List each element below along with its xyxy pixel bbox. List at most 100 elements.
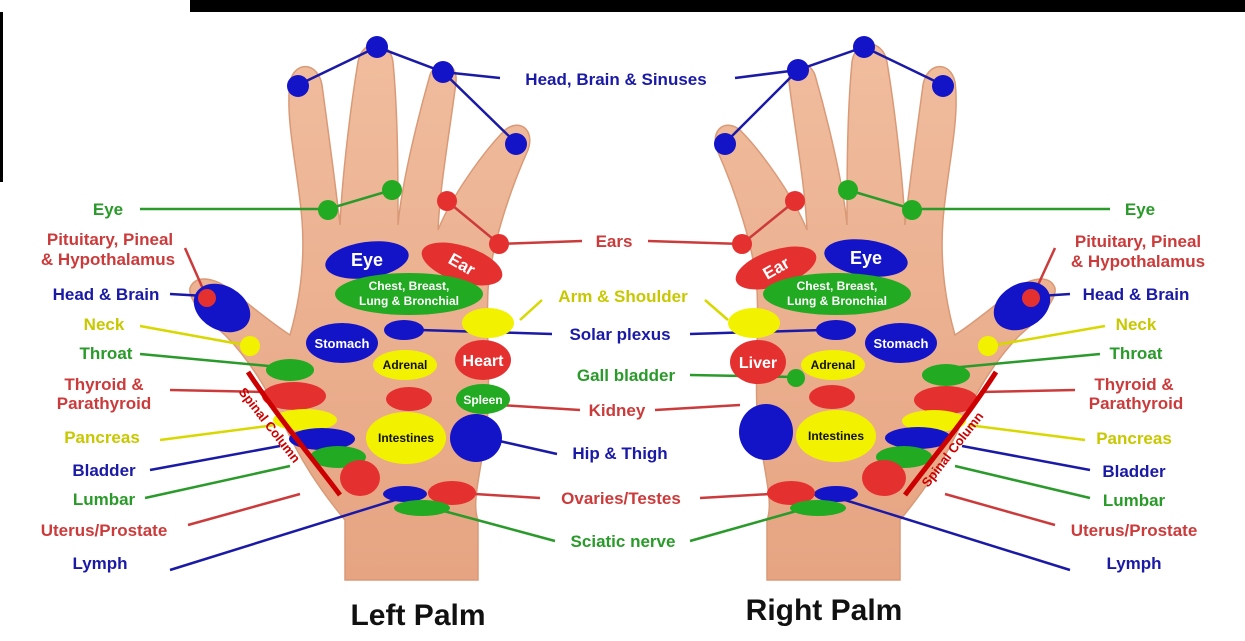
right-zone-arm-shoulder [728,308,780,338]
left-label-uterus-prostate: Uterus/Prostate [41,521,168,540]
left-label-bladder: Bladder [72,461,136,480]
left-side-labels: Eye Pituitary, Pineal & Hypothalamus Hea… [41,200,175,573]
left-label-pituitary-2: & Hypothalamus [41,250,175,269]
right-label-eye: Eye [1125,200,1155,219]
right-ear-point-1 [785,191,805,211]
left-zone-spleen-text: Spleen [463,393,502,407]
left-label-lymph: Lymph [72,554,127,573]
right-zone-eye [824,239,908,277]
right-palm-title: Right Palm [746,594,903,627]
right-zone-chest-text-2: Lung & Bronchial [787,294,887,308]
left-label-neck: Neck [84,315,125,334]
right-zone-stomach [865,323,937,363]
left-zone-arm-shoulder [462,308,514,338]
right-label-pancreas: Pancreas [1096,429,1172,448]
left-finger-point-3 [432,61,454,83]
label-arm-shoulder: Arm & Shoulder [558,287,688,306]
left-ear-point-1 [437,191,457,211]
right-zone-liver-text: Liver [739,355,777,372]
right-palm-zones [714,36,1051,516]
left-finger-point-4 [505,133,527,155]
left-zone-stomach [306,323,378,363]
right-label-neck: Neck [1116,315,1157,334]
left-label-thyroid-2: Parathyroid [57,394,151,413]
right-zone-kidney [809,385,855,409]
left-zone-kidney [386,387,432,411]
right-spinal-column-line [903,370,999,497]
right-zone-eye-text: Eye [850,248,882,268]
right-eye-point-2 [838,180,858,200]
right-label-bladder: Bladder [1102,462,1166,481]
right-finger-point-2 [853,36,875,58]
right-label-pituitary-2: & Hypothalamus [1071,252,1205,271]
left-zone-chest [335,273,483,315]
right-zone-pancreas [902,410,966,432]
left-zone-spleen [456,384,510,414]
label-solar-plexus: Solar plexus [569,325,670,344]
left-zone-chest-text-2: Lung & Bronchial [359,294,459,308]
left-label-lumbar: Lumbar [73,490,136,509]
left-dark-edge [0,12,3,182]
left-zone-solar-plexus [384,320,424,340]
label-ovaries-testes: Ovaries/Testes [561,489,681,508]
left-zone-lymph [383,486,427,502]
left-spinal-column-line [245,370,342,497]
right-label-lumbar: Lumbar [1103,491,1166,510]
left-zone-intestines-text: Intestines [378,431,434,445]
left-zone-eye-text: Eye [351,250,383,270]
left-zone-heart [455,340,511,380]
left-ear-point-2 [489,234,509,254]
left-zone-uterus [340,460,380,496]
right-label-pituitary-1: Pituitary, Pineal [1075,232,1201,251]
right-zone-solar-plexus [816,320,856,340]
right-zone-gall-bladder [787,369,805,387]
center-labels: Head, Brain & Sinuses Ears Arm & Shoulde… [525,70,706,551]
right-zone-stomach-text: Stomach [874,336,929,351]
left-zone-intestines [366,412,446,464]
label-sciatic-nerve: Sciatic nerve [571,532,676,551]
label-ears: Ears [596,232,633,251]
right-label-head-brain: Head & Brain [1083,285,1190,304]
right-label-lymph: Lymph [1106,554,1161,573]
right-zone-intestines-text: Intestines [808,429,864,443]
left-label-pancreas: Pancreas [64,428,140,447]
right-zone-neck [978,336,998,356]
right-zone-chest [763,273,911,315]
right-side-labels: Eye Pituitary, Pineal & Hypothalamus Hea… [1071,200,1205,573]
left-label-thyroid-1: Thyroid & [64,375,143,394]
left-zone-pituitary [198,289,216,307]
left-eye-point-1 [318,200,338,220]
right-label-uterus-prostate: Uterus/Prostate [1071,521,1198,540]
left-zone-ear [421,242,503,286]
left-finger-point-2 [366,36,388,58]
left-zone-sciatic [394,500,450,516]
left-palm-zones [193,36,527,516]
label-kidney: Kidney [589,401,646,420]
left-zone-heart-text: Heart [463,353,505,370]
right-zone-adrenal [801,350,865,380]
label-gall-bladder: Gall bladder [577,366,676,385]
right-label-throat: Throat [1110,344,1163,363]
left-label-head-brain: Head & Brain [53,285,160,304]
right-finger-point-3 [787,59,809,81]
left-zone-stomach-text: Stomach [315,336,370,351]
right-finger-point-4 [714,133,736,155]
left-palm-title: Left Palm [350,599,485,632]
left-zone-throat [266,359,314,381]
right-eye-point-1 [902,200,922,220]
left-zone-adrenal [373,350,437,380]
left-finger-point-1 [287,75,309,97]
left-eye-point-2 [382,180,402,200]
right-zone-hip-thigh [739,404,793,460]
white-background [0,12,1245,641]
top-left-white-strip [0,0,190,14]
right-label-thyroid-1: Thyroid & [1094,375,1173,394]
right-zone-liver [730,340,786,384]
right-zone-bladder [885,427,951,449]
right-zone-sciatic [790,500,846,516]
right-zone-thyroid [914,386,978,414]
left-label-throat: Throat [80,344,133,363]
right-zone-pituitary [1022,289,1040,307]
left-zone-ovaries [428,481,476,505]
label-head-brain-sinuses: Head, Brain & Sinuses [525,70,706,89]
